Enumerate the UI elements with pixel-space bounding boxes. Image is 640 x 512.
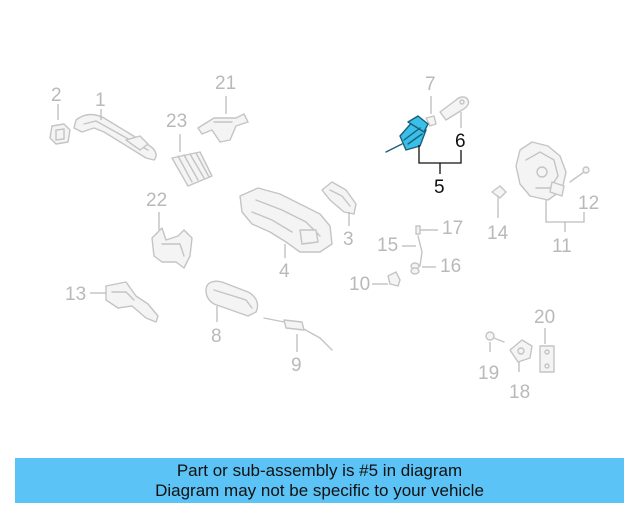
label-2: 2	[51, 85, 62, 106]
part-13	[105, 281, 159, 323]
label-12: 12	[578, 193, 599, 214]
banner-line-1: Part or sub-assembly is #5 in diagram	[176, 461, 463, 480]
label-10: 10	[349, 274, 370, 295]
part-6	[439, 96, 470, 121]
label-5: 5	[434, 177, 445, 198]
part-20	[539, 345, 555, 373]
part-7	[425, 115, 437, 127]
leader-11	[545, 200, 585, 232]
label-16: 16	[440, 256, 461, 277]
label-6: 6	[455, 131, 466, 152]
part-5-highlighted	[385, 115, 429, 153]
part-17	[415, 225, 427, 235]
label-3: 3	[343, 229, 354, 250]
part-21	[197, 113, 249, 143]
part-11	[515, 141, 567, 201]
part-2	[49, 123, 71, 145]
leader-5-bracket	[418, 145, 462, 174]
label-1: 1	[95, 90, 106, 111]
label-21: 21	[215, 73, 236, 94]
label-13: 13	[65, 284, 86, 305]
part-18	[509, 339, 533, 363]
label-20: 20	[534, 307, 555, 328]
part-14	[491, 185, 507, 207]
label-8: 8	[211, 326, 222, 347]
part-15	[417, 235, 423, 267]
part-4	[239, 187, 333, 253]
banner-line-2: Diagram may not be specific to your vehi…	[155, 481, 484, 500]
label-7: 7	[425, 74, 436, 95]
label-19: 19	[478, 363, 499, 384]
part-19	[485, 331, 505, 343]
label-15: 15	[377, 235, 398, 256]
label-9: 9	[291, 355, 302, 376]
label-17: 17	[442, 218, 463, 239]
part-1	[73, 113, 157, 161]
label-14: 14	[487, 223, 509, 244]
part-8	[205, 280, 259, 317]
parts-diagram: 2 1 21 23 22 4 3	[49, 73, 599, 403]
label-18: 18	[509, 382, 530, 403]
info-banner: Part or sub-assembly is #5 in diagram Di…	[15, 458, 624, 503]
label-23: 23	[166, 111, 187, 132]
part-23	[171, 151, 213, 187]
label-4: 4	[279, 261, 290, 282]
part-10	[387, 271, 401, 287]
part-16	[410, 262, 420, 275]
label-11: 11	[552, 236, 572, 257]
label-22: 22	[146, 190, 167, 211]
part-22	[151, 227, 193, 269]
part-3	[321, 181, 357, 215]
part-12	[569, 166, 590, 183]
part-9	[263, 317, 333, 351]
